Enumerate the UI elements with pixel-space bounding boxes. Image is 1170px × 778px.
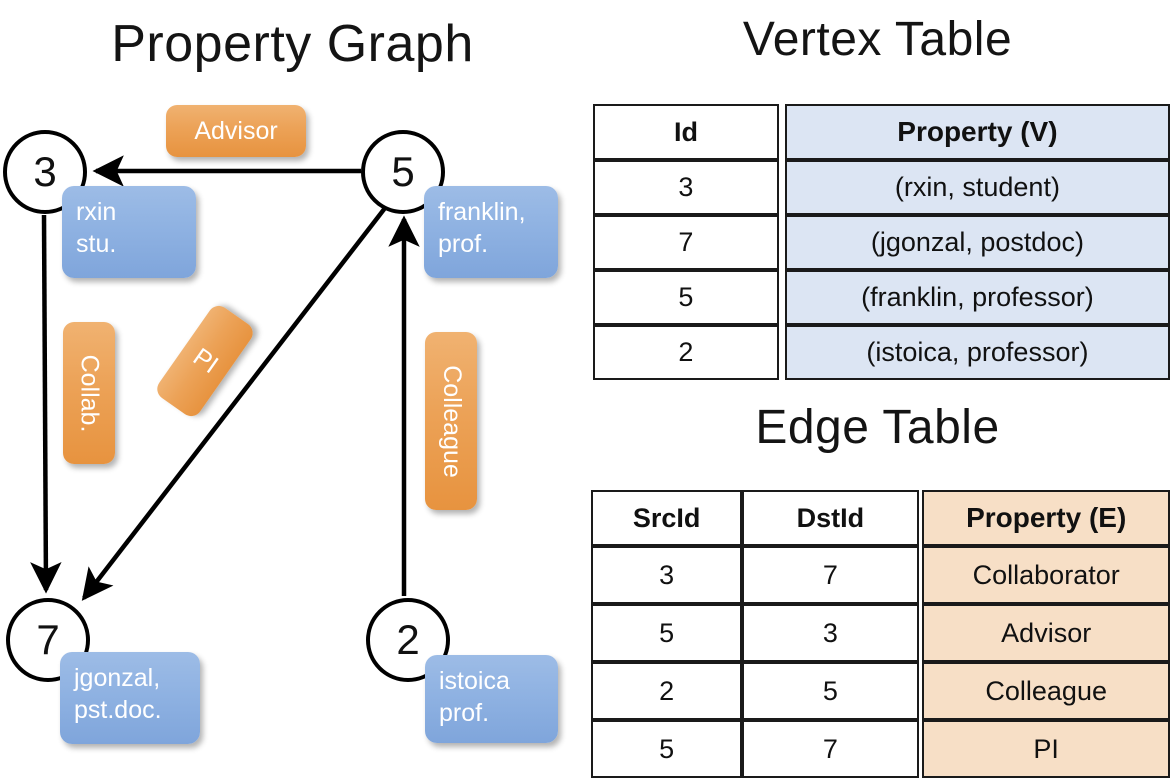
edge-table: SrcId DstId Property (E) 3 7 Collaborato… <box>591 490 1170 778</box>
vertex-table-column-gap <box>778 215 785 270</box>
edge-table-column-gap <box>918 604 923 662</box>
vertex-table-cell-property: (franklin, professor) <box>784 270 1170 325</box>
property-graph-diagram: 3 5 7 2 rxin stu. franklin, prof. jgonza… <box>0 0 585 760</box>
edge-arrow-5-to-7 <box>81 206 387 601</box>
vertex-table-cell-id: 5 <box>593 270 779 325</box>
edge-arrow-3-to-7 <box>30 214 62 594</box>
graph-node-5-property-box[interactable]: franklin, prof. <box>424 186 558 278</box>
vertex-table-column-gap <box>778 160 785 215</box>
vertex-table-column-gap <box>778 325 785 380</box>
edge-table-cell-dstid: 7 <box>742 720 919 778</box>
graph-edge-label-colleague-text: Colleague <box>437 364 466 478</box>
graph-node-5-property-line2: prof. <box>438 230 489 258</box>
edge-table-cell-srcid: 5 <box>591 604 743 662</box>
page-title-edge-table: Edge Table <box>755 401 1000 454</box>
edge-table-header-property: Property (E) <box>922 490 1170 546</box>
edge-table-column-gap <box>918 720 923 778</box>
vertex-table-column-gap <box>778 270 785 325</box>
vertex-table-column-gap <box>778 104 785 160</box>
vertex-table-cell-property: (jgonzal, postdoc) <box>784 215 1170 270</box>
vertex-table-header-property: Property (V) <box>784 104 1170 160</box>
graph-edge-label-collab-text: Collab. <box>75 354 104 432</box>
vertex-table-cell-property: (rxin, student) <box>784 160 1170 215</box>
page-title-property-graph: Property Graph <box>111 15 474 73</box>
edge-table-header-dstid: DstId <box>742 490 919 546</box>
graph-node-5-property-line1: franklin, <box>438 198 526 226</box>
graph-edge-label-pi-text: PI <box>187 342 223 379</box>
graph-edge-label-advisor-text: Advisor <box>194 116 278 145</box>
table-row[interactable]: 3 7 Collaborator <box>591 546 1170 604</box>
graph-node-3-property-line1: rxin <box>76 198 117 226</box>
edge-table-cell-property: Advisor <box>922 604 1170 662</box>
graph-node-7-property-line1: jgonzal, <box>74 664 161 692</box>
graph-node-3-property-line2: stu. <box>76 230 117 258</box>
graph-edge-label-colleague[interactable]: Colleague <box>425 332 477 510</box>
graph-edge-label-collab[interactable]: Collab. <box>63 322 115 464</box>
table-row[interactable]: 2 (istoica, professor) <box>593 325 1170 380</box>
vertex-table-cell-id: 3 <box>593 160 779 215</box>
edge-table-cell-dstid: 3 <box>742 604 919 662</box>
table-row[interactable]: 7 (jgonzal, postdoc) <box>593 215 1170 270</box>
graph-node-3-property-box[interactable]: rxin stu. <box>62 186 196 278</box>
vertex-table-cell-property: (istoica, professor) <box>784 325 1170 380</box>
table-row[interactable]: 5 7 PI <box>591 720 1170 778</box>
edge-table-cell-property: Collaborator <box>922 546 1170 604</box>
graph-node-2-property-line2: prof. <box>439 699 490 727</box>
graph-node-2-property-line1: istoica <box>439 667 510 695</box>
graph-node-5[interactable]: 5 <box>361 130 445 214</box>
graph-node-7-property-box[interactable]: jgonzal, pst.doc. <box>60 652 200 744</box>
vertex-table-header-id: Id <box>593 104 779 160</box>
graph-node-2[interactable]: 2 <box>366 598 450 682</box>
vertex-table-cell-id: 2 <box>593 325 779 380</box>
edge-table-header-srcid: SrcId <box>591 490 743 546</box>
table-row[interactable]: 5 (franklin, professor) <box>593 270 1170 325</box>
graph-node-7-property-line2: pst.doc. <box>74 696 162 724</box>
edge-table-column-gap <box>918 546 923 604</box>
edge-table-cell-srcid: 2 <box>591 662 743 720</box>
vertex-table-header-row: Id Property (V) <box>593 104 1170 160</box>
vertex-table-cell-id: 7 <box>593 215 779 270</box>
graph-edges-svg <box>30 155 420 601</box>
table-row[interactable]: 3 (rxin, student) <box>593 160 1170 215</box>
vertex-table: Id Property (V) 3 (rxin, student) 7 (jgo… <box>593 104 1170 380</box>
graph-edge-label-advisor[interactable]: Advisor <box>166 105 306 157</box>
edge-table-cell-dstid: 7 <box>742 546 919 604</box>
edge-table-column-gap <box>918 490 923 546</box>
edge-table-cell-srcid: 3 <box>591 546 743 604</box>
edge-table-cell-property: PI <box>922 720 1170 778</box>
edge-table-header-row: SrcId DstId Property (E) <box>591 490 1170 546</box>
edge-table-cell-dstid: 5 <box>742 662 919 720</box>
edge-table-cell-property: Colleague <box>922 662 1170 720</box>
edge-table-column-gap <box>918 662 923 720</box>
edge-table-cell-srcid: 5 <box>591 720 743 778</box>
page-title-vertex-table: Vertex Table <box>742 13 1013 66</box>
table-row[interactable]: 2 5 Colleague <box>591 662 1170 720</box>
graph-node-2-property-box[interactable]: istoica prof. <box>425 655 558 743</box>
table-row[interactable]: 5 3 Advisor <box>591 604 1170 662</box>
